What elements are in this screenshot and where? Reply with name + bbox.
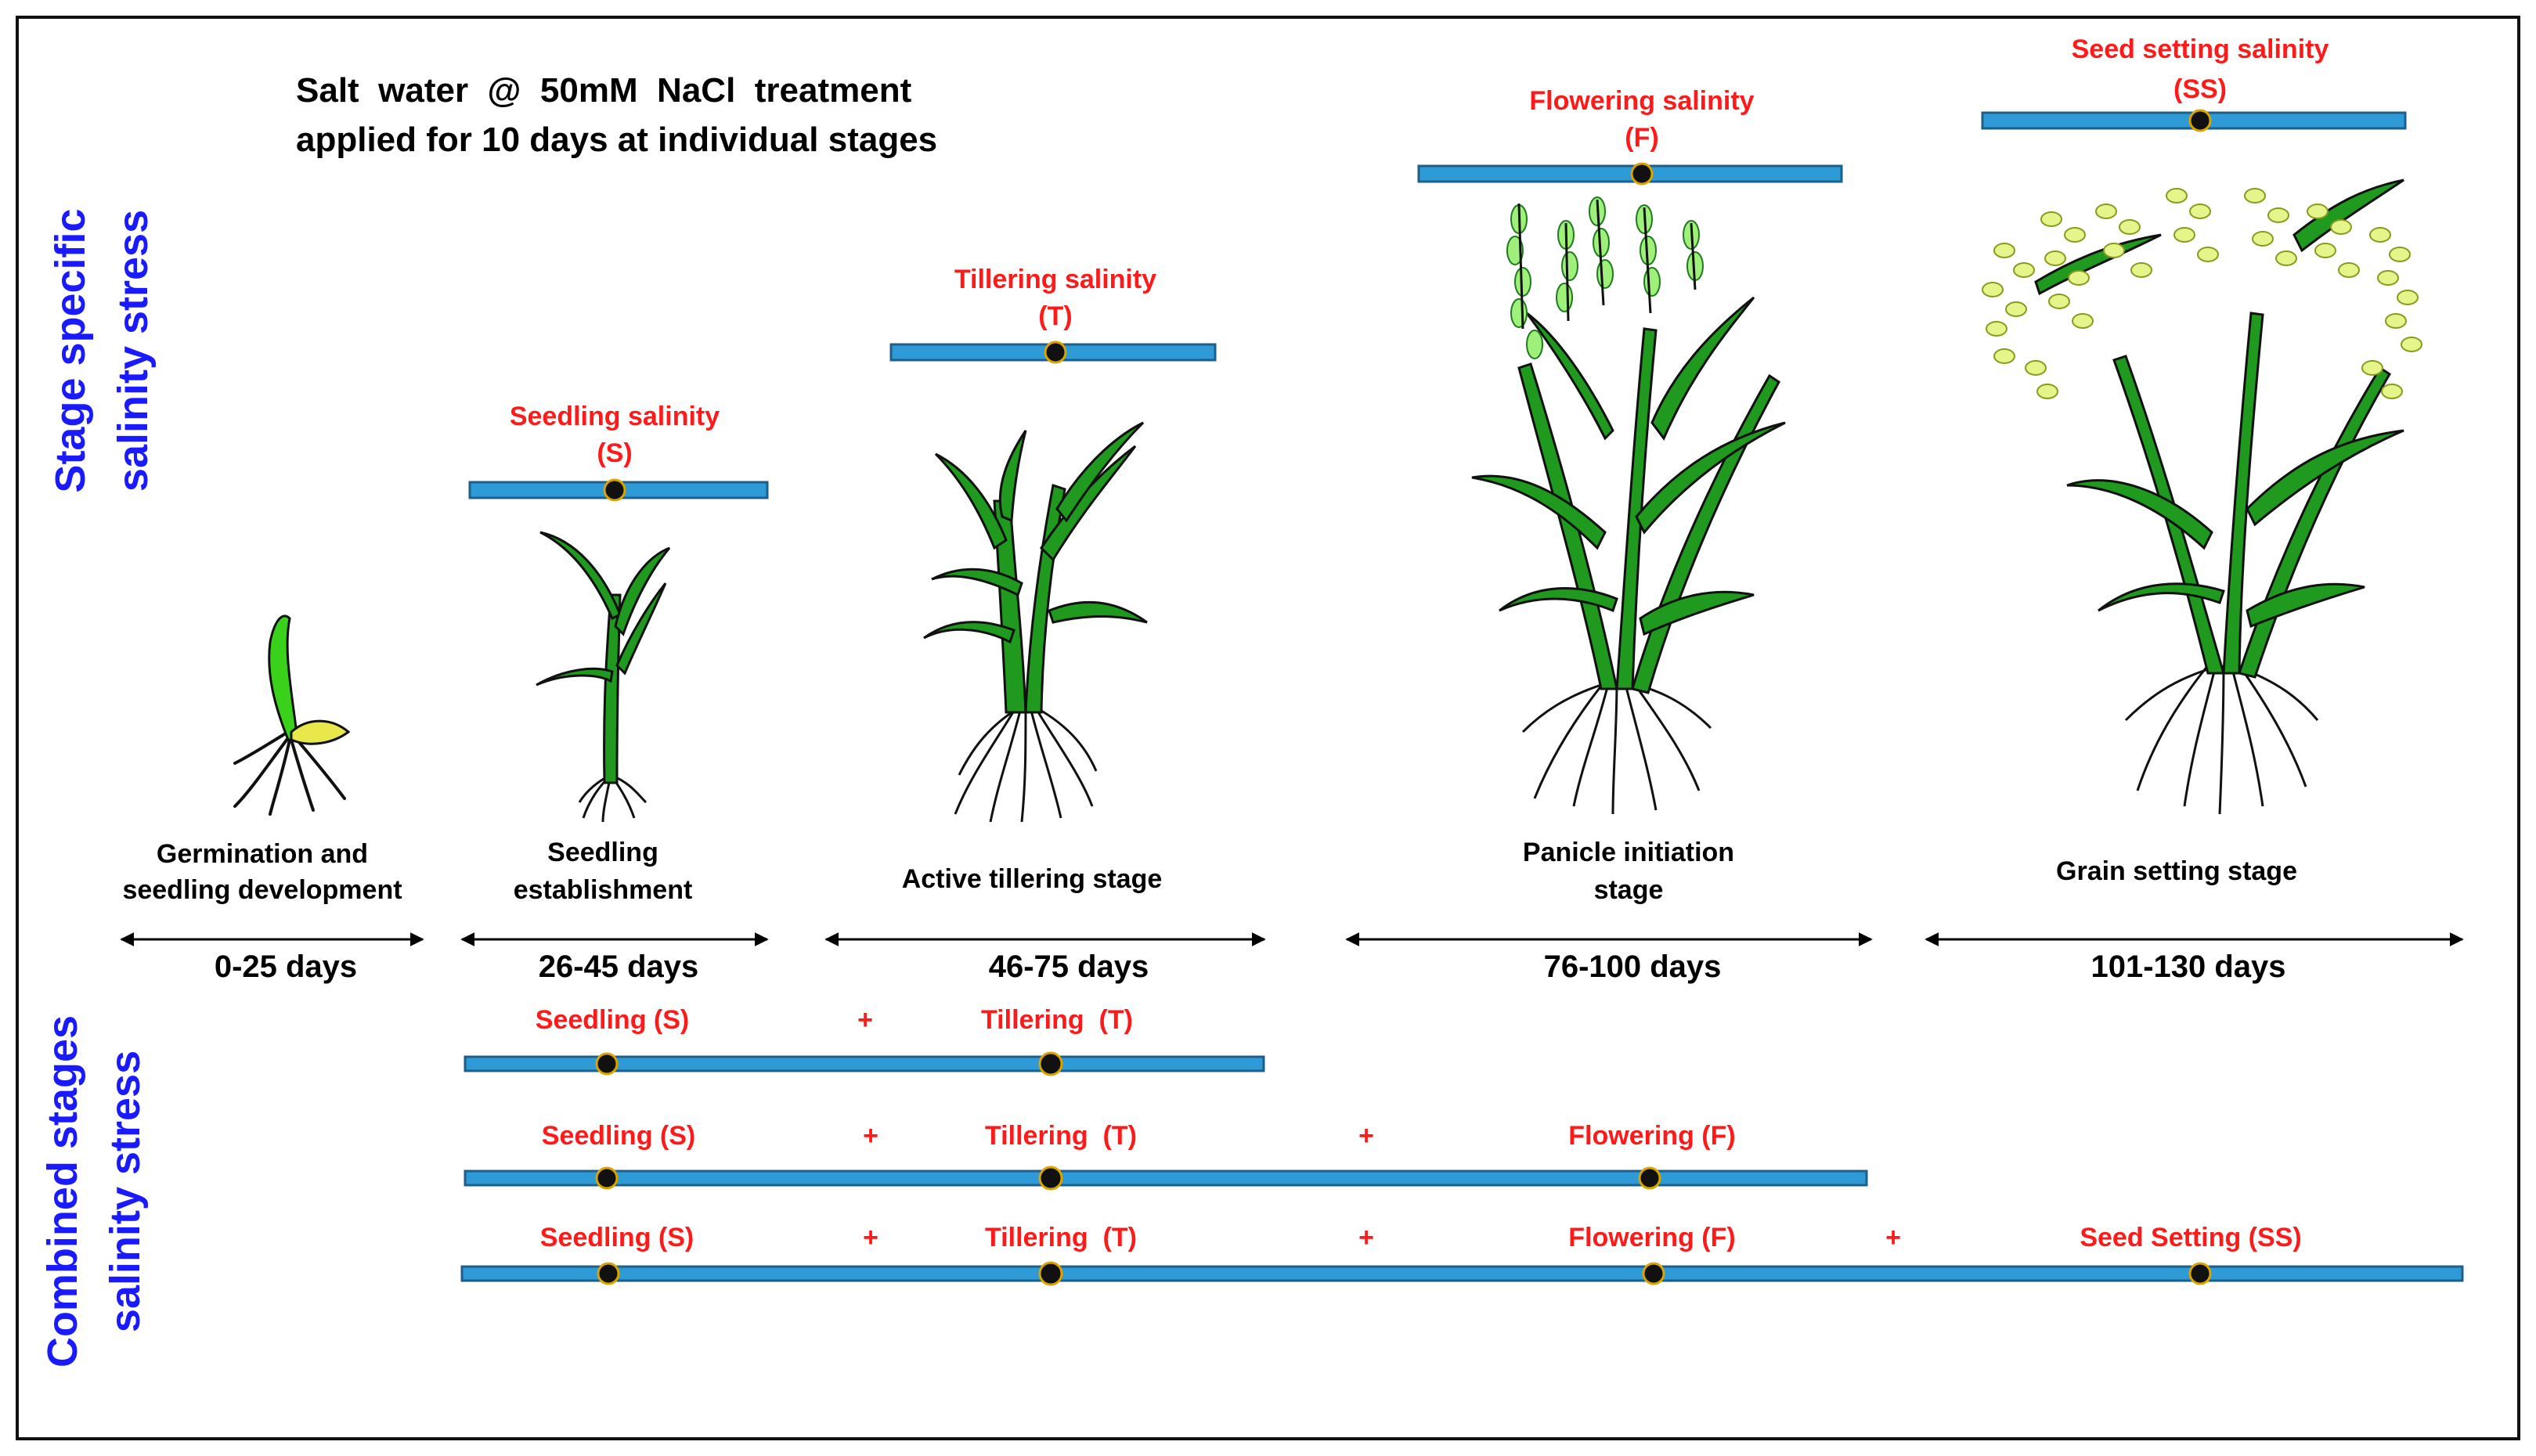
- combined-marker-t: [1038, 1261, 1063, 1286]
- treatment-label: Tillering salinity: [954, 265, 1156, 294]
- combined-row-3: Seedling (S) + Tillering (T) + Flowering…: [460, 1223, 2464, 1286]
- combined-label-line-1: Combined stages: [39, 1015, 86, 1368]
- combined-item-seed-setting: Seed Setting (SS): [2080, 1223, 2301, 1252]
- combined-marker-t: [1038, 1051, 1063, 1076]
- plus-sign: +: [863, 1223, 878, 1252]
- combined-marker-t: [1038, 1166, 1063, 1191]
- grain-plant-icon: [1982, 178, 2422, 815]
- combined-item-tillering: Tillering (T): [981, 1005, 1133, 1035]
- tillering-plant-icon: [923, 421, 1148, 823]
- combined-marker-ss: [2188, 1262, 2212, 1285]
- treatment-code: (F): [1625, 123, 1658, 153]
- treatment-code: (S): [597, 438, 632, 468]
- treatment-marker: [1630, 162, 1654, 186]
- stage-specific-label-line-1: Stage specific: [47, 208, 94, 492]
- stage-specific-side-label: Stage specific salinity stress: [47, 208, 157, 492]
- treatment-code: (T): [1038, 301, 1072, 331]
- stage-specific-label-line-2: salinity stress: [110, 210, 157, 492]
- stage-name-1-line-1: Germination and: [157, 839, 368, 869]
- combined-item-seedling: Seedling (S): [540, 1223, 694, 1252]
- note-line-2: applied for 10 days at individual stages: [296, 121, 937, 159]
- stage-name-4-line-1: Panicle initiation: [1523, 838, 1734, 867]
- combined-bar: [460, 1265, 2464, 1282]
- combined-marker-s: [595, 1052, 619, 1076]
- stage-treatment-seedling: Seedling salinity (S): [468, 402, 769, 502]
- stage-name-2-line-2: establishment: [514, 875, 693, 905]
- days-label-4: 76-100 days: [1544, 950, 1722, 984]
- days-label-1: 0-25 days: [215, 950, 357, 984]
- combined-marker-f: [1638, 1166, 1661, 1190]
- treatment-bar: [1417, 164, 1843, 183]
- note-line-1: Salt water @ 50mM NaCl treatment: [296, 71, 912, 110]
- treatment-code: (SS): [2173, 74, 2227, 104]
- treatment-marker: [603, 478, 626, 502]
- combined-marker-s: [597, 1262, 620, 1285]
- stage-treatment-flowering: Flowering salinity (F): [1417, 86, 1843, 186]
- days-label-3: 46-75 days: [989, 950, 1149, 984]
- combined-item-flowering: Flowering (F): [1568, 1223, 1735, 1252]
- treatment-marker: [1044, 341, 1067, 364]
- combined-item-tillering: Tillering (T): [985, 1121, 1137, 1151]
- flowering-plant-icon: [1471, 196, 1786, 815]
- days-label-2: 26-45 days: [539, 950, 699, 984]
- treatment-label: Seedling salinity: [510, 402, 720, 431]
- germinating-seed-icon: [233, 614, 351, 816]
- plus-sign: +: [1358, 1121, 1374, 1151]
- combined-marker-f: [1642, 1262, 1665, 1285]
- combined-label-line-2: salinity stress: [102, 1051, 149, 1332]
- treatment-label: Flowering salinity: [1529, 86, 1754, 116]
- stage-name-1-line-2: seedling development: [122, 875, 402, 905]
- combined-item-seedling: Seedling (S): [536, 1005, 689, 1035]
- stage-treatment-tillering: Tillering salinity (T): [889, 265, 1217, 364]
- days-label-5: 101-130 days: [2090, 950, 2285, 984]
- combined-item-tillering: Tillering (T): [985, 1223, 1137, 1252]
- stage-treatment-seed-setting: Seed setting salinity (SS): [1981, 34, 2407, 132]
- treatment-label: Seed setting salinity: [2072, 34, 2329, 64]
- combined-marker-s: [595, 1166, 619, 1190]
- treatment-marker: [2188, 109, 2212, 132]
- combined-bar: [464, 1055, 1265, 1072]
- stage-name-5-line-1: Grain setting stage: [2056, 856, 2297, 886]
- combined-item-flowering: Flowering (F): [1568, 1121, 1735, 1151]
- combined-item-seedling: Seedling (S): [542, 1121, 695, 1151]
- stage-name-2-line-1: Seedling: [547, 838, 658, 867]
- seedling-plant-icon: [536, 531, 671, 823]
- plus-sign: +: [857, 1005, 873, 1035]
- plus-sign: +: [1885, 1223, 1901, 1252]
- combined-row-2: Seedling (S) + Tillering (T) + Flowering…: [464, 1121, 1868, 1191]
- day-range-labels: 0-25 days 26-45 days 46-75 days 76-100 d…: [215, 950, 2286, 984]
- stage-names: Germination and seedling development See…: [122, 838, 2297, 905]
- plus-sign: +: [863, 1121, 878, 1151]
- stage-name-3-line-1: Active tillering stage: [902, 864, 1163, 894]
- combined-row-1: Seedling (S) + Tillering (T): [464, 1005, 1265, 1076]
- combined-bar: [464, 1169, 1868, 1187]
- stage-name-4-line-2: stage: [1594, 875, 1664, 905]
- combined-side-label: Combined stages salinity stress: [39, 1015, 149, 1368]
- plus-sign: +: [1358, 1223, 1374, 1252]
